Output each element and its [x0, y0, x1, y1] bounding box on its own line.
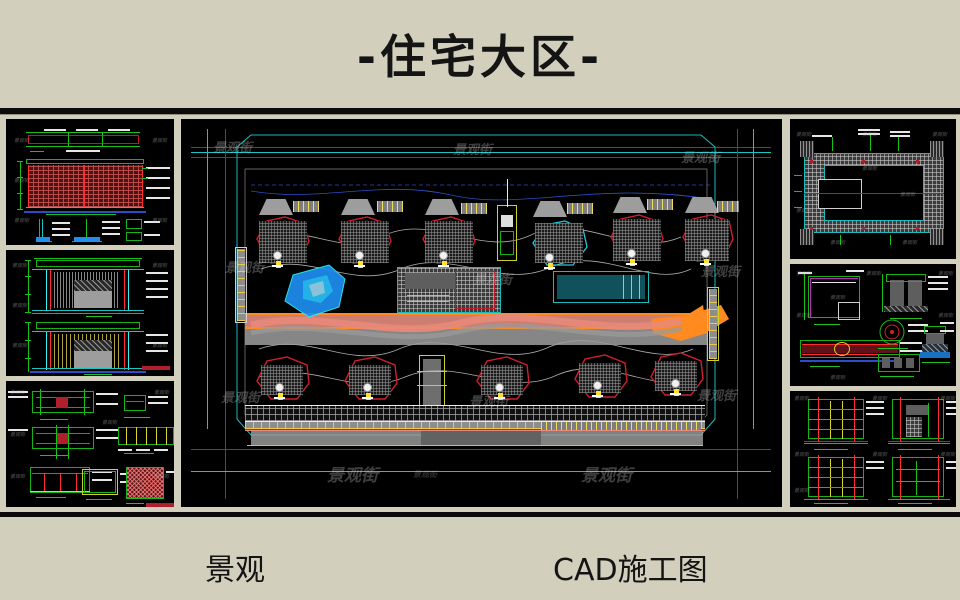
- panel-detail-fence-elevation[interactable]: 景观街 景观街 景观街 景观街 景观街: [6, 119, 174, 245]
- panel-detail-courtyard-plan[interactable]: 景观街 景观街 景观街 景观街 景观街 景观街 景观街 景观街: [790, 119, 956, 259]
- cad-canvas-right-2: 景观街 景观街 景观街 景观街 景观街 景观街 景观街: [790, 264, 956, 386]
- panel-detail-pavilion-elevation[interactable]: 景观街 景观街 景观街 景观街 景观街: [6, 250, 174, 376]
- cad-canvas-left-1: 景观街 景观街 景观街 景观街 景观街: [6, 119, 174, 245]
- cad-canvas-right-1: 景观街 景观街 景观街 景观街 景观街 景观街 景观街 景观街: [790, 119, 956, 259]
- panel-detail-wall-sections[interactable]: 景观街 景观街 景观街 景观街 景观街 景观街 景观街: [790, 264, 956, 386]
- footer-label-drawing-type: CAD施工图: [553, 553, 708, 588]
- water-feature-overlay: [250, 264, 729, 341]
- panel-detail-plan-sections[interactable]: 景观街 景观街 景观街 景观街 景观街 景观街: [6, 381, 174, 507]
- footer-label-category: 景观: [205, 553, 265, 588]
- header-band: -住宅大区-: [0, 0, 960, 108]
- cad-canvas-left-2: 景观街 景观街 景观街 景观街 景观街: [6, 250, 174, 376]
- panel-site-master-plan[interactable]: 景观街 景观街 景观街 景观街 景观街 景观街 景观街 景观街 景观街 景观街 …: [181, 119, 782, 507]
- panel-detail-elevations-grid[interactable]: 景观街 景观街 景观街 景观街 景观街 景观街 景观街: [790, 391, 956, 507]
- panels-area: 景观街 景观街 景观街 景观街 景观街: [0, 117, 960, 511]
- cad-canvas-left-3: 景观街 景观街 景观街 景观街 景观街 景观街: [6, 381, 174, 507]
- cad-canvas-main: 景观街 景观街 景观街 景观街 景观街 景观街 景观街 景观街 景观街 景观街 …: [181, 119, 782, 507]
- footer-divider: [0, 512, 960, 517]
- footer-band: 景观 CAD施工图: [0, 517, 960, 600]
- header-divider: [0, 108, 960, 114]
- header-divider-hairline: [0, 114, 960, 115]
- cad-canvas-right-3: 景观街 景观街 景观街 景观街 景观街 景观街 景观街: [790, 391, 956, 507]
- page-title: -住宅大区-: [356, 30, 604, 84]
